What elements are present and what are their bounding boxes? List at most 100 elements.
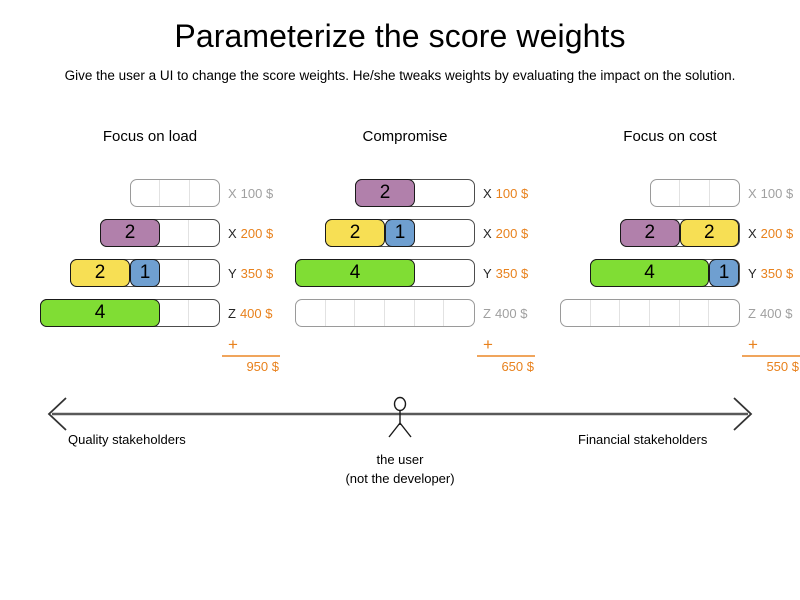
weight-slider-track[interactable] (650, 179, 740, 207)
scenario-total-inner: +950 $ (208, 336, 280, 374)
scenario-title: Focus on load (102, 128, 198, 145)
weight-track-wrap: 4 (20, 298, 220, 328)
weight-track-segment[interactable] (160, 220, 189, 246)
weight-track-segment[interactable] (651, 180, 681, 206)
row-letter: Y (228, 265, 237, 281)
row-amount: 400 $ (239, 305, 273, 321)
weight-slider-track[interactable]: 4 (295, 259, 475, 287)
scenario-total-inner: +650 $ (463, 335, 535, 374)
axis-svg (47, 396, 753, 438)
weight-track-segment[interactable] (561, 300, 591, 326)
row-amount: 100 $ (240, 185, 274, 201)
weight-chip[interactable]: 2 (679, 219, 739, 247)
weight-track-wrap (540, 178, 740, 208)
weight-track-segment[interactable] (355, 300, 385, 326)
weight-track-segment[interactable] (709, 300, 739, 326)
page-title: Parameterize the score weights (174, 18, 626, 54)
weight-chip[interactable]: 2 (620, 219, 680, 247)
weight-chip[interactable]: 2 (100, 219, 160, 247)
weight-track-segment[interactable] (385, 300, 415, 326)
weight-chip[interactable]: 1 (130, 259, 160, 287)
weight-track-segment[interactable] (710, 180, 739, 206)
user-stick-figure-icon (388, 396, 412, 438)
row-letter: X (748, 185, 757, 201)
weight-track-wrap: 2 (20, 218, 220, 248)
weight-track-segment[interactable] (444, 300, 474, 326)
weight-track-segment[interactable] (160, 300, 189, 326)
row-letter: Z (483, 305, 491, 321)
axis-arrow-right-icon (733, 397, 753, 431)
weight-track-segment[interactable] (680, 180, 710, 206)
weight-track-segment[interactable] (415, 300, 445, 326)
row-letter: X (748, 225, 757, 241)
weight-slider-track[interactable]: 2 (355, 179, 475, 207)
weight-track-segment[interactable] (620, 300, 650, 326)
scenario-title: Focus on cost (623, 128, 717, 145)
row-letter: X (228, 185, 237, 201)
row-amount: 100 $ (495, 185, 529, 201)
weight-track-segment[interactable] (131, 180, 161, 206)
weight-track-segment[interactable] (326, 300, 356, 326)
row-amount: 200 $ (240, 225, 274, 241)
weight-track-wrap (540, 298, 740, 328)
weight-track-segment[interactable] (415, 180, 473, 206)
weight-track-segment[interactable] (296, 300, 326, 326)
scenario-total-value: 650 $ (501, 359, 534, 374)
sum-plus-sign: + (483, 335, 493, 354)
weight-slider-track[interactable]: 4 (40, 299, 220, 327)
weight-track-segment[interactable] (160, 180, 190, 206)
axis-label-left: Quality stakeholders (68, 432, 186, 447)
row-amount: 200 $ (760, 225, 794, 241)
row-letter: X (228, 225, 237, 241)
weight-chip[interactable]: 4 (40, 299, 160, 327)
weight-track-segment[interactable] (190, 180, 219, 206)
weight-track-segment[interactable] (415, 220, 473, 246)
weight-chip[interactable]: 4 (295, 259, 415, 287)
row-letter: X (483, 185, 492, 201)
weight-track-segment[interactable] (415, 260, 473, 286)
weight-track-segment[interactable] (591, 300, 621, 326)
weight-chip[interactable]: 2 (70, 259, 130, 287)
weight-slider-track[interactable] (130, 179, 220, 207)
row-amount: 350 $ (760, 265, 794, 281)
weight-track-segment[interactable] (160, 260, 189, 286)
weight-slider-track[interactable] (295, 299, 475, 327)
weight-chip[interactable]: 4 (590, 259, 710, 287)
scenario-total: +650 $ (275, 335, 535, 382)
weight-track-segment[interactable] (189, 300, 218, 326)
weight-chip[interactable]: 2 (325, 219, 385, 247)
weight-chip[interactable]: 2 (355, 179, 415, 207)
weight-track-segment[interactable] (189, 220, 218, 246)
weight-slider-track[interactable] (560, 299, 740, 327)
sum-rule-divider (742, 355, 800, 357)
weight-track-segment[interactable] (650, 300, 680, 326)
sum-rule-divider (477, 355, 535, 357)
scenario-total: +950 $ (20, 336, 280, 382)
weight-track-segment[interactable] (680, 300, 710, 326)
weight-chip[interactable]: 1 (385, 219, 415, 247)
weight-slider-track[interactable]: 2 (100, 219, 220, 247)
weight-chip[interactable]: 1 (709, 259, 739, 287)
weight-track-segment[interactable] (189, 260, 218, 286)
